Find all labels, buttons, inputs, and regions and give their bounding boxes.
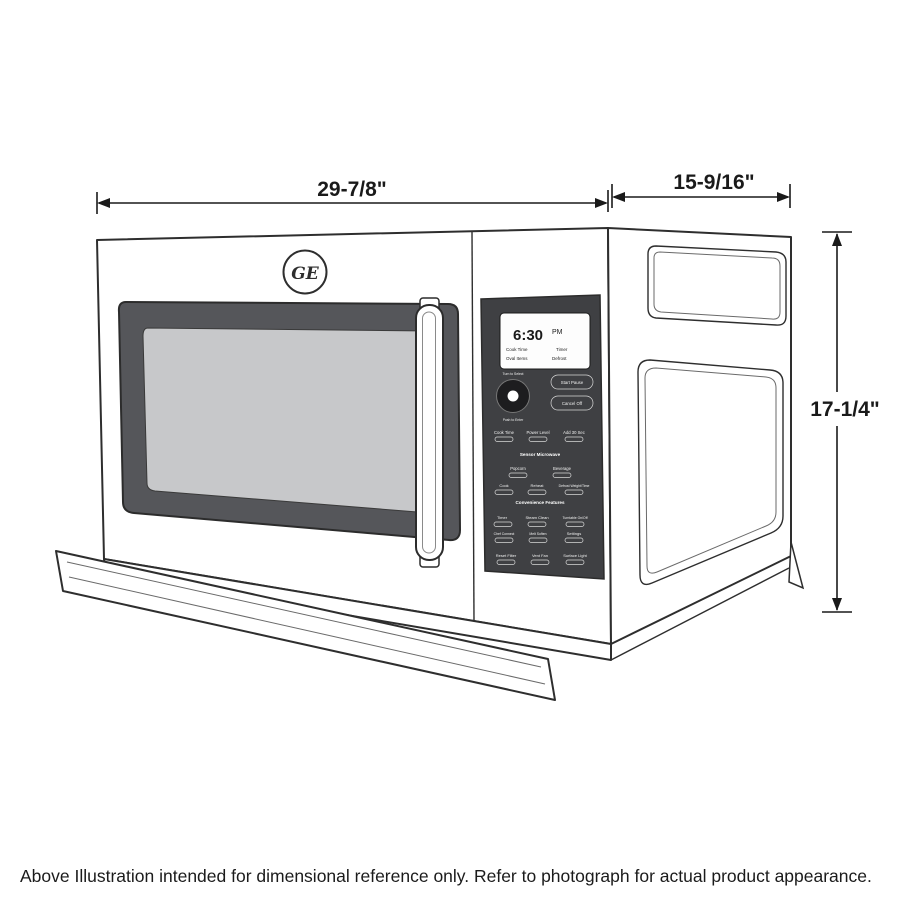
ge-logo: GE	[282, 249, 328, 295]
knob-label-top: Turn to Select	[503, 372, 524, 376]
ge-logo-monogram: GE	[291, 264, 320, 284]
panel-button	[508, 472, 528, 478]
control-knob: Turn to Select Push to Enter	[496, 372, 530, 422]
front-width-label: 29-7/8"	[317, 178, 387, 201]
panel-button	[530, 559, 550, 565]
panel-label: Timer	[497, 515, 508, 520]
panel-label: Settings	[567, 531, 581, 536]
arrowhead-top	[832, 233, 842, 246]
panel-button	[564, 489, 584, 495]
panel-label: Beverage	[553, 466, 572, 471]
side-vent-lower	[637, 359, 784, 586]
side-vent-upper-outer	[647, 245, 787, 326]
door-handle	[415, 297, 444, 568]
panel-button	[552, 472, 572, 478]
panel-label: Vent Fan	[532, 553, 548, 558]
bottom-rim-side-line	[610, 567, 790, 661]
ge-logo-circle	[282, 249, 328, 295]
panel-label: Power Level	[526, 430, 549, 435]
side-vent-upper-inner	[653, 251, 781, 320]
height-label: 17-1/4"	[810, 398, 880, 421]
arrowhead-left	[612, 192, 625, 202]
panel-label: Defrost Weight/Time	[559, 484, 590, 488]
display-indicator: Defrost	[552, 356, 567, 361]
panel-label: Popcorn	[510, 466, 526, 471]
control-panel: 6:30 PM Cook Time Timer Oval Items Defro…	[480, 294, 605, 580]
handle-bar-highlight	[422, 311, 436, 554]
arrowhead-right	[595, 198, 608, 208]
sensor-section-header: Sensor Microwave	[520, 452, 561, 457]
panel-label: Surface Light	[563, 553, 587, 558]
display-meridiem: PM	[552, 329, 563, 336]
panel-label: Reheat	[531, 483, 545, 488]
panel-label: Reset Filter	[496, 553, 517, 558]
mount-bracket-triangle	[788, 541, 805, 590]
tray-outline	[55, 550, 556, 701]
cancel-button	[550, 395, 594, 411]
display: 6:30 PM Cook Time Timer Oval Items Defro…	[499, 312, 591, 370]
panel-label: Chef Connect	[494, 532, 515, 536]
tray-inner-line-2	[68, 576, 546, 685]
panel-button	[528, 436, 548, 442]
panel-label: Cook	[499, 483, 508, 488]
door-edge-line	[471, 231, 475, 622]
panel-button	[564, 537, 584, 543]
side-depth-label: 15-9/16"	[673, 171, 754, 194]
panel-button	[494, 537, 514, 543]
front-width-dimension: 29-7/8"	[96, 178, 609, 214]
start-button	[550, 374, 594, 390]
panel-button	[494, 489, 514, 495]
panel-button	[527, 521, 547, 527]
arrowhead-left	[97, 198, 110, 208]
panel-label: Melt Soften	[529, 532, 546, 536]
bottom-vent-tray	[55, 550, 556, 701]
door-glass	[142, 327, 439, 514]
side-vent-upper	[647, 245, 787, 326]
panel-button	[493, 521, 513, 527]
start-button-label: Start Pause	[561, 380, 584, 385]
panel-button	[528, 537, 548, 543]
display-time: 6:30	[513, 327, 543, 344]
handle-bar	[415, 304, 444, 561]
side-vent-lower-inner	[644, 367, 777, 574]
arrowhead-right	[777, 192, 790, 202]
display-indicator: Timer	[556, 347, 568, 352]
height-dimension: 17-1/4"	[810, 231, 880, 613]
panel-button	[565, 559, 585, 565]
caption: Above Illustration intended for dimensio…	[20, 866, 872, 886]
panel-label: Turntable On/Off	[562, 516, 587, 520]
microwave-body: GE 6:30 PM Cook Time Timer Oval Items De…	[55, 227, 805, 701]
display-indicator: Oval Items	[506, 356, 528, 361]
panel-label: Cook Time	[494, 430, 515, 435]
convenience-section-header: Convenience Features	[515, 500, 564, 505]
arrowhead-bottom	[832, 598, 842, 611]
tray-inner-line-1	[66, 561, 542, 668]
knob-label-bottom: Push to Enter	[503, 418, 524, 422]
display-screen	[499, 312, 591, 370]
panel-button	[496, 559, 516, 565]
knob-center	[507, 390, 519, 402]
panel-button	[527, 489, 547, 495]
side-vent-lower-outer	[637, 359, 784, 586]
cancel-button-label: Cancel Off	[562, 401, 583, 406]
panel-label: Steam Clean	[525, 515, 548, 520]
panel-button	[565, 521, 585, 527]
display-indicator: Cook Time	[506, 347, 528, 352]
side-depth-dimension: 15-9/16"	[611, 171, 791, 208]
panel-button	[564, 436, 584, 442]
panel-button	[494, 436, 514, 442]
panel-label: Add 30 Sec	[563, 430, 585, 435]
